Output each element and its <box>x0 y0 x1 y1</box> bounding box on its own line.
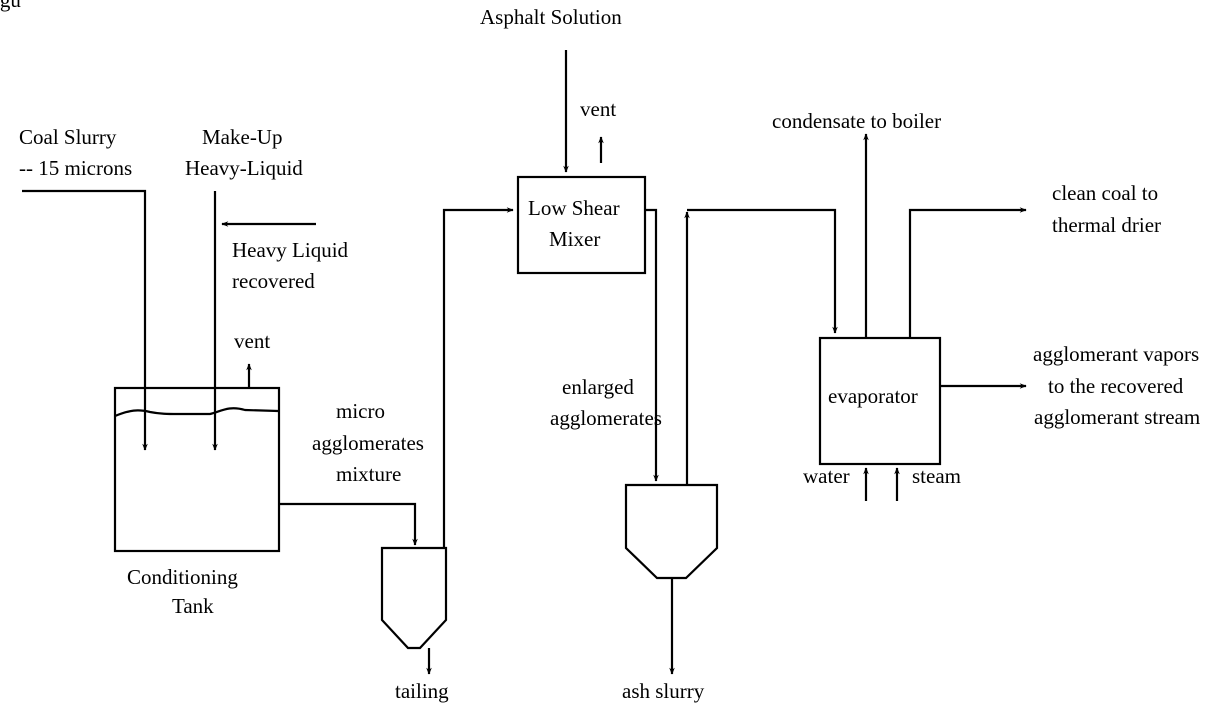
mixer-label-line2: Mixer <box>549 227 600 251</box>
ash-slurry-label: ash slurry <box>622 679 705 703</box>
evaporator <box>818 336 942 466</box>
coal-slurry-label: Coal Slurry <box>19 125 117 149</box>
recovered-label: recovered <box>232 269 315 293</box>
enlarged-agglomerates-label: agglomerates <box>550 406 662 430</box>
figure-caption-fragment: igu <box>0 0 21 12</box>
makeup-label: Make-Up <box>202 125 282 149</box>
thermal-drier-label: thermal drier <box>1052 213 1161 237</box>
heavy-liquid-label: Heavy Liquid <box>232 238 349 262</box>
conditioning-tank <box>113 386 281 553</box>
tank-label: Tank <box>172 594 214 618</box>
micro-label: micro <box>336 399 385 423</box>
evaporator-label: evaporator <box>828 384 918 408</box>
agglomerates-label: agglomerates <box>312 431 424 455</box>
water-label: water <box>803 464 850 488</box>
clean-coal-label: clean coal to <box>1052 181 1158 205</box>
coal-slurry-size-label: -- 15 microns <box>19 156 132 180</box>
mixer-label-line1: Low Shear <box>528 196 620 220</box>
second-separator-hopper <box>624 483 719 580</box>
enlarged-label: enlarged <box>562 375 634 399</box>
first-separator-hopper <box>380 546 448 650</box>
steam-label: steam <box>912 464 961 488</box>
conditioning-label: Conditioning <box>127 565 238 589</box>
coal-slurry-feed-line <box>22 189 148 451</box>
makeup-heavy-liquid-label: Heavy-Liquid <box>185 156 303 180</box>
tailing-label: tailing <box>395 679 449 703</box>
to-recovered-label: to the recovered <box>1048 374 1184 398</box>
mixture-label: mixture <box>336 462 401 486</box>
enlarged-agglomerates-line <box>645 208 659 482</box>
agglomerant-stream-label: agglomerant stream <box>1034 405 1200 429</box>
asphalt-solution-label: Asphalt Solution <box>480 5 622 29</box>
micro-agglomerates-line <box>279 502 418 546</box>
tank-vent-label: vent <box>234 329 270 353</box>
evaporator-feed-line <box>687 208 838 334</box>
clean-coal-line <box>908 207 1027 338</box>
condensate-label: condensate to boiler <box>772 109 941 133</box>
mixer-vent-label: vent <box>580 97 616 121</box>
hopper-to-mixer-line <box>442 207 514 548</box>
tank-liquid-level <box>114 407 279 418</box>
agglomerant-vapors-label: agglomerant vapors <box>1033 342 1199 366</box>
low-shear-mixer <box>516 175 647 275</box>
